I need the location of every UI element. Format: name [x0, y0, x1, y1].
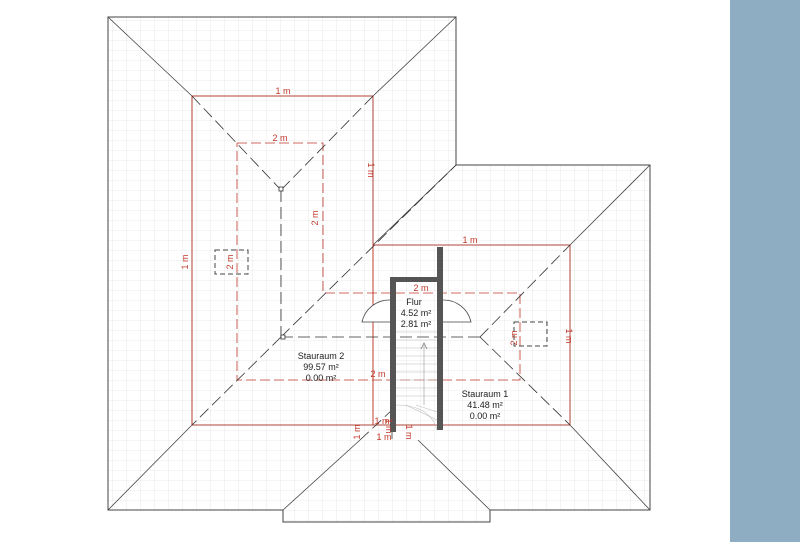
side-panel — [730, 0, 800, 542]
room-area2-stauraum2: 0.00 m² — [306, 373, 337, 383]
room-area2-stauraum1: 0.00 m² — [470, 411, 501, 421]
dimension-label: 1 m — [564, 328, 574, 343]
room-area-stauraum1: 41.48 m² — [467, 400, 503, 410]
dimension-label: 1 m — [352, 424, 362, 439]
dimension-label: 2 m — [509, 330, 519, 345]
dimension-label: 1 m — [180, 254, 190, 269]
dimension-label: 2 m — [225, 254, 235, 269]
ridge-marker — [280, 334, 286, 340]
door-swing-left — [361, 299, 391, 323]
dimension-label: 1 m — [384, 418, 394, 433]
eave-outline — [191, 95, 571, 426]
dimension-label: 2 m — [370, 369, 385, 379]
roof-window-right — [513, 321, 548, 347]
staircase — [395, 331, 438, 431]
roof-window-left — [214, 249, 249, 275]
dimension-label: 2 m — [310, 210, 320, 225]
room-name-stauraum1: Stauraum 1 — [462, 389, 509, 399]
dimension-label: 1 m — [376, 432, 391, 442]
room-name-stauraum2: Stauraum 2 — [298, 351, 345, 361]
door-swing-right — [442, 299, 472, 323]
dimension-label: 2 m — [413, 283, 428, 293]
floor-plan: Flur 4.52 m² 2.81 m² Stauraum 2 99.57 m²… — [107, 16, 651, 523]
dimension-label: 1 m — [275, 86, 290, 96]
ridge-marker — [278, 186, 284, 192]
stair-arrow — [420, 342, 428, 350]
dimension-label: 1 m — [462, 235, 477, 245]
dimension-label: 2 m — [272, 133, 287, 143]
dimension-label: 1 m — [366, 162, 376, 177]
stair-walls — [390, 247, 443, 432]
dimension-label: 1 m — [404, 424, 414, 439]
room-area2-flur: 2.81 m² — [401, 319, 432, 329]
dimension-label: 1 m — [374, 416, 389, 426]
room-name-flur: Flur — [406, 297, 422, 307]
room-area-flur: 4.52 m² — [401, 308, 432, 318]
room-area-stauraum2: 99.57 m² — [303, 362, 339, 372]
